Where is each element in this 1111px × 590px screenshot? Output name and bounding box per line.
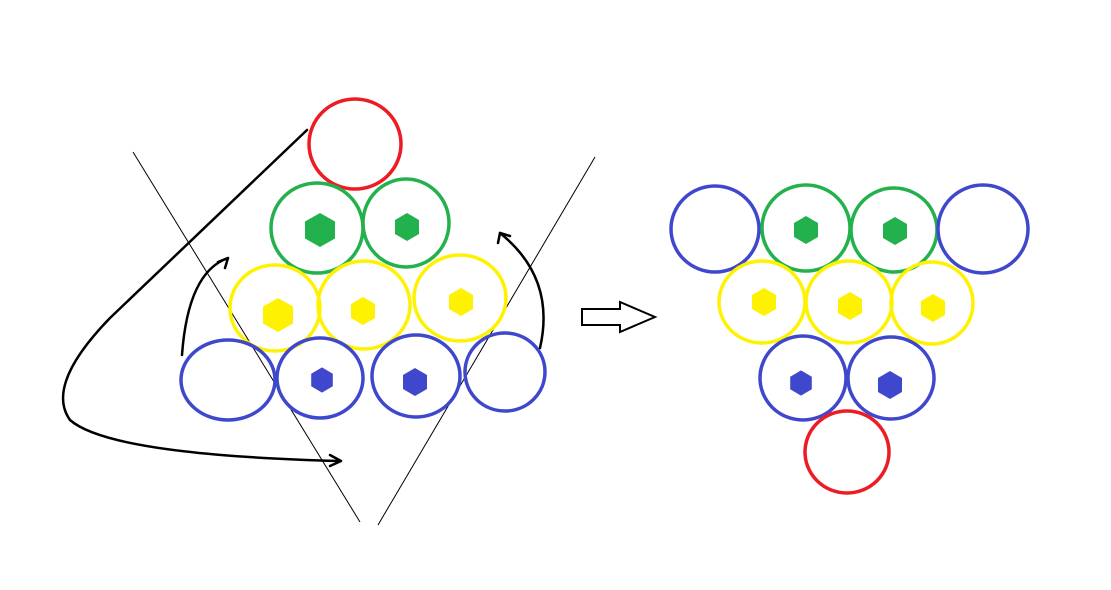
- yellow-ball: [316, 259, 412, 351]
- blue-ball-empty: [463, 331, 547, 413]
- green-hexagon-mark: [794, 216, 818, 244]
- arrowhead-icon: [216, 256, 230, 270]
- yellow-hexagon-mark: [351, 297, 375, 325]
- green-hexagon-mark: [883, 217, 907, 245]
- yellow-hexagon-mark: [449, 288, 473, 316]
- yellow-hexagon-mark: [263, 298, 293, 332]
- blue-hexagon-mark: [311, 367, 333, 393]
- move-right-blue-arrow: [498, 231, 545, 350]
- yellow-hexagon-mark: [838, 292, 862, 320]
- red-ball: [803, 409, 891, 495]
- green-ball: [361, 177, 451, 269]
- blue-ball: [370, 333, 462, 419]
- after-arrangement: [669, 183, 1030, 495]
- arrowhead-icon: [496, 231, 512, 245]
- yellow-ball: [412, 253, 508, 343]
- blue-ball: [275, 336, 365, 420]
- blue-ball: [846, 335, 936, 421]
- before-arrangement: [61, 97, 596, 526]
- blue-ball-empty: [936, 183, 1030, 275]
- yellow-ball: [889, 260, 975, 346]
- blue-hexagon-mark: [878, 371, 902, 399]
- red-ball: [307, 97, 403, 191]
- blue-hexagon-mark: [403, 368, 427, 396]
- move-red-arrow: [61, 128, 342, 463]
- yellow-hexagon-mark: [752, 288, 776, 316]
- blue-ball-empty: [179, 338, 277, 422]
- transform-arrow-icon: [581, 300, 658, 334]
- green-hexagon-mark: [395, 213, 419, 241]
- blue-ball: [758, 334, 848, 422]
- blue-hexagon-mark: [790, 370, 812, 396]
- yellow-hexagon-mark: [921, 294, 945, 322]
- yellow-ball: [228, 263, 322, 353]
- arrowhead-icon: [328, 453, 343, 468]
- green-hexagon-mark: [305, 213, 335, 247]
- blue-ball-empty: [669, 184, 761, 274]
- right-guide-line: [377, 156, 596, 526]
